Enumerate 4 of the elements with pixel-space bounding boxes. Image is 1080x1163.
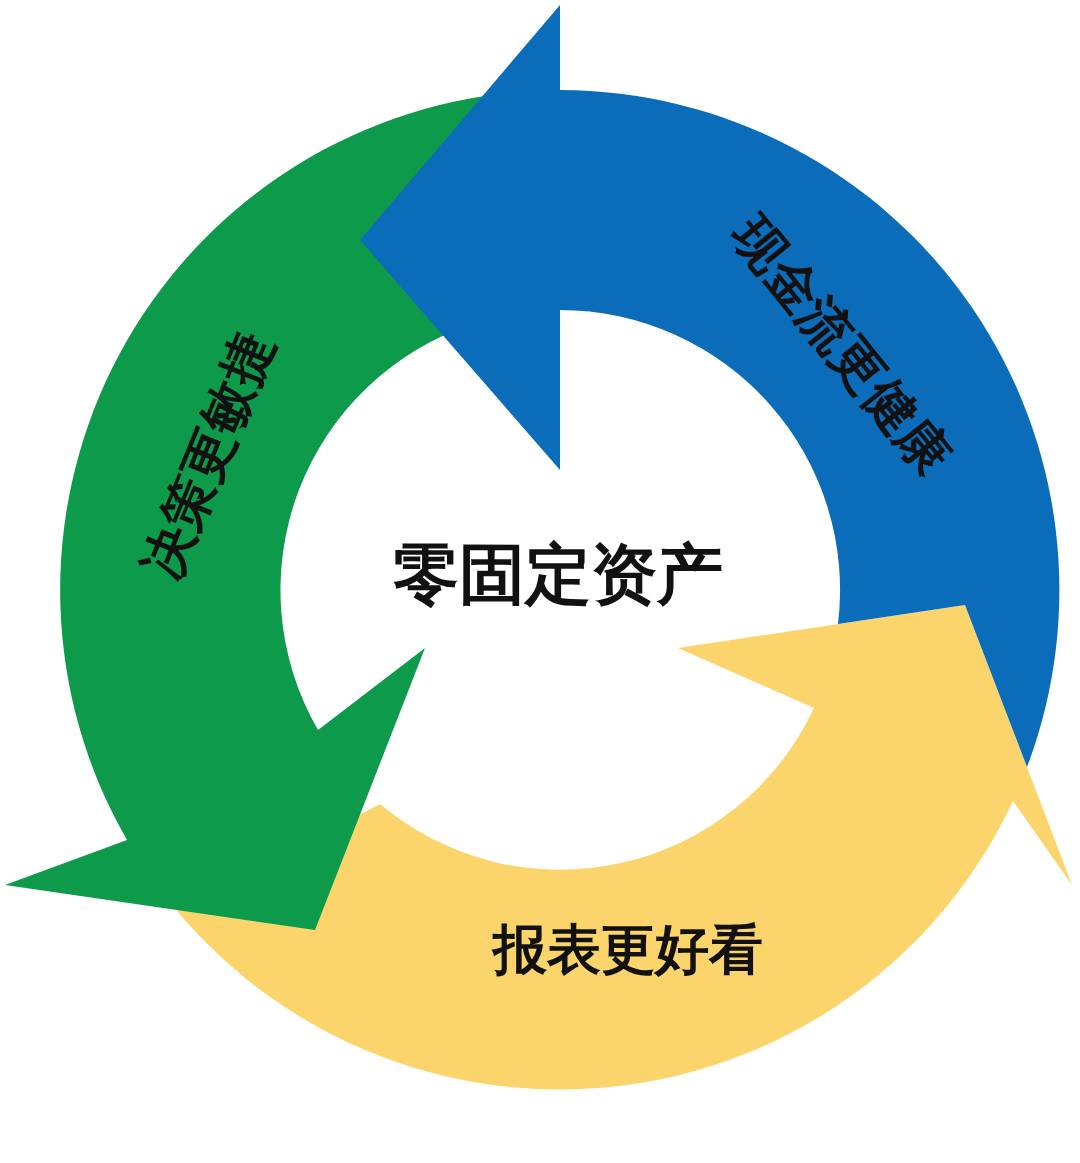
center-label: 零固定资产 (393, 542, 723, 608)
arrow-label: 决策更敏捷 (135, 324, 281, 586)
arrow-label: 现金流更健康 (723, 207, 961, 483)
arrow-label: 报表更好看 (493, 923, 763, 977)
